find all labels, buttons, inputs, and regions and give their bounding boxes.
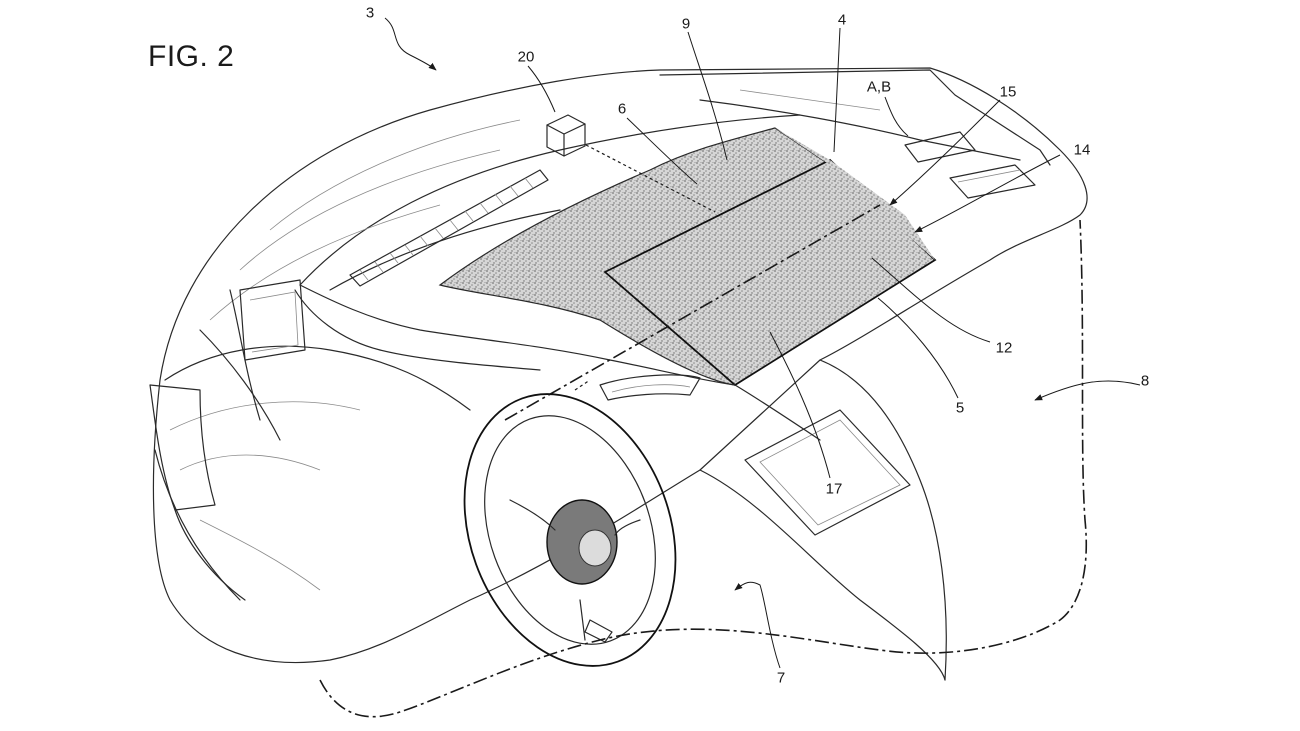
ref-3: 3 xyxy=(365,4,375,22)
ref-6: 6 xyxy=(617,100,627,118)
center-vent xyxy=(599,374,701,401)
steering-wheel xyxy=(463,393,677,667)
right-vent xyxy=(904,131,1036,199)
cowl-line xyxy=(299,114,801,286)
console-storage-tray xyxy=(744,409,911,536)
ref-14: 14 xyxy=(1073,141,1091,159)
ref-9: 9 xyxy=(681,15,691,33)
defroster-vent xyxy=(349,169,549,287)
ref-12: 12 xyxy=(995,339,1013,357)
control-unit-box xyxy=(546,114,586,157)
ref-17: 17 xyxy=(825,480,843,498)
signal-link xyxy=(585,144,716,213)
ref-8: 8 xyxy=(1140,372,1150,390)
figure-title: FIG. 2 xyxy=(148,40,235,73)
leader-lines xyxy=(384,17,1141,669)
display-axis xyxy=(504,204,881,421)
ref-20: 20 xyxy=(517,48,535,66)
console-right-edge xyxy=(819,359,947,681)
ref-4: 4 xyxy=(837,11,847,29)
dashboard-outline xyxy=(152,67,1088,664)
ref-15: 15 xyxy=(999,83,1017,101)
ref-7: 7 xyxy=(776,669,786,687)
ref-a-b: A,B xyxy=(866,78,892,96)
ref-5: 5 xyxy=(955,399,965,417)
